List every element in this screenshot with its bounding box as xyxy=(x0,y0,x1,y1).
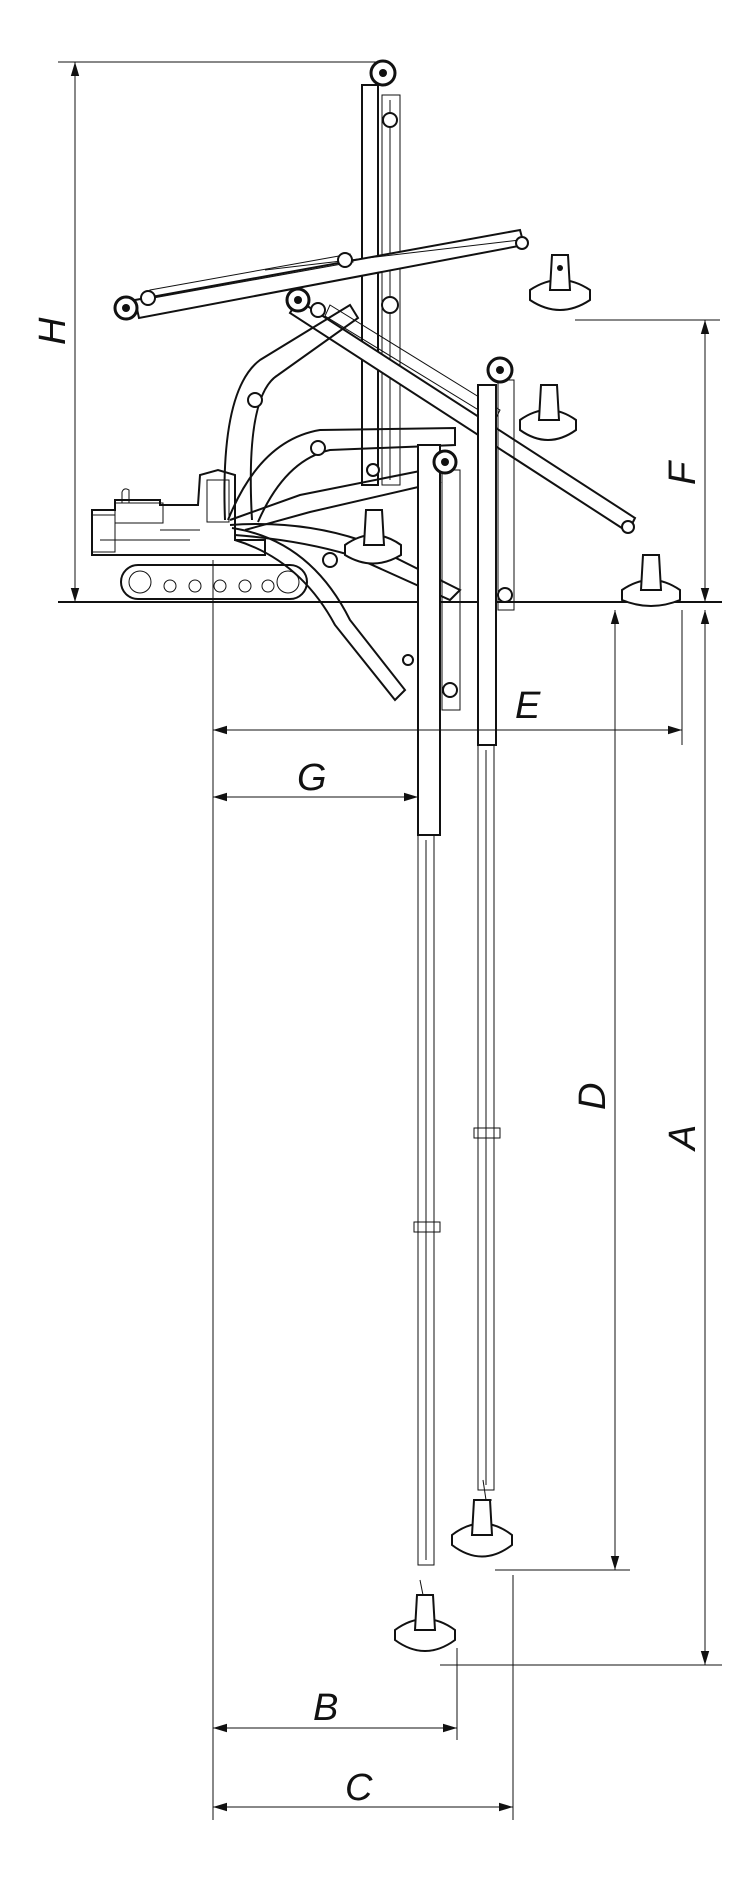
dimension-B: B xyxy=(213,1648,458,1740)
clamshell-grab-ground xyxy=(621,554,681,607)
label-C: C xyxy=(345,1767,373,1809)
engine-hood xyxy=(114,502,164,524)
clamshell-grab-shallow xyxy=(344,509,402,565)
label-A: A xyxy=(662,1125,704,1152)
dimension-G: G xyxy=(213,757,418,802)
label-H: H xyxy=(32,317,74,345)
cabin-window xyxy=(206,479,230,523)
dimension-A: A xyxy=(440,610,722,1666)
arm-near-horizontal-upper xyxy=(113,228,529,321)
dimension-H: H xyxy=(32,61,380,602)
exhaust-pipe xyxy=(121,488,130,503)
excavator-boom-mid xyxy=(227,426,456,523)
clamshell-grab-mid-right xyxy=(519,384,577,441)
label-B: B xyxy=(313,1687,338,1729)
label-D: D xyxy=(572,1083,614,1110)
excavator-boom-down xyxy=(231,527,414,702)
clamshell-grab-deep-left xyxy=(394,1594,456,1652)
dimension-E: E xyxy=(213,610,683,745)
label-G: G xyxy=(297,757,327,799)
arm-vertical-deep-left xyxy=(413,444,461,1601)
track-rollers xyxy=(128,570,300,594)
counterweight xyxy=(91,514,116,553)
dimension-C: C xyxy=(213,1575,514,1820)
dimension-F: F xyxy=(575,319,720,602)
crawler-track xyxy=(120,564,308,600)
excavator-boom-raised xyxy=(223,303,360,521)
clamshell-grab-upper-right xyxy=(529,254,591,311)
arm-vertical-deep-right xyxy=(473,356,515,1501)
clamshell-grab-deep-right xyxy=(451,1499,513,1558)
label-E: E xyxy=(515,685,541,727)
arm-inclined xyxy=(285,287,637,534)
dimension-D: D xyxy=(495,610,630,1571)
label-F: F xyxy=(662,460,704,485)
arm-vertical-raised xyxy=(361,59,401,486)
